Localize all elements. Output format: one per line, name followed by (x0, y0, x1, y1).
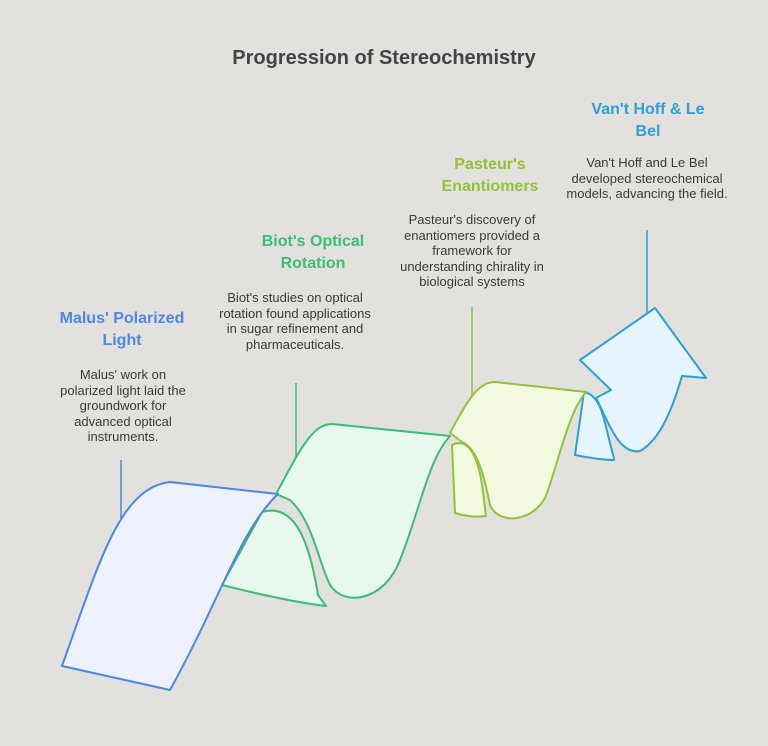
stage-title-vanthoff: Van't Hoff & Le Bel (591, 101, 705, 140)
stage-description-pasteur: Pasteur's discovery of enantiomers provi… (400, 212, 544, 289)
ribbon-segment-pasteur (449, 381, 587, 520)
ribbon-segment-biot (275, 423, 451, 599)
diagram-title: Progression of Stereochemistry (232, 47, 536, 69)
ribbon-segment-malus (61, 481, 279, 691)
stage-description-biot: Biot's studies on optical rotation found… (219, 290, 371, 352)
stage-description-malus: Malus' work on polarized light laid the … (60, 367, 186, 444)
stage-description-vanthoff: Van't Hoff and Le Bel developed stereoch… (566, 155, 728, 201)
stage-title-malus: Malus' Polarized Light (59, 310, 185, 349)
stage-title-biot: Biot's Optical Rotation (261, 233, 365, 272)
ribbon-segment-biot-back (221, 509, 327, 607)
ribbon-arrow-vanthoff (579, 307, 707, 453)
stage-title-pasteur: Pasteur's Enantiomers (441, 156, 539, 195)
